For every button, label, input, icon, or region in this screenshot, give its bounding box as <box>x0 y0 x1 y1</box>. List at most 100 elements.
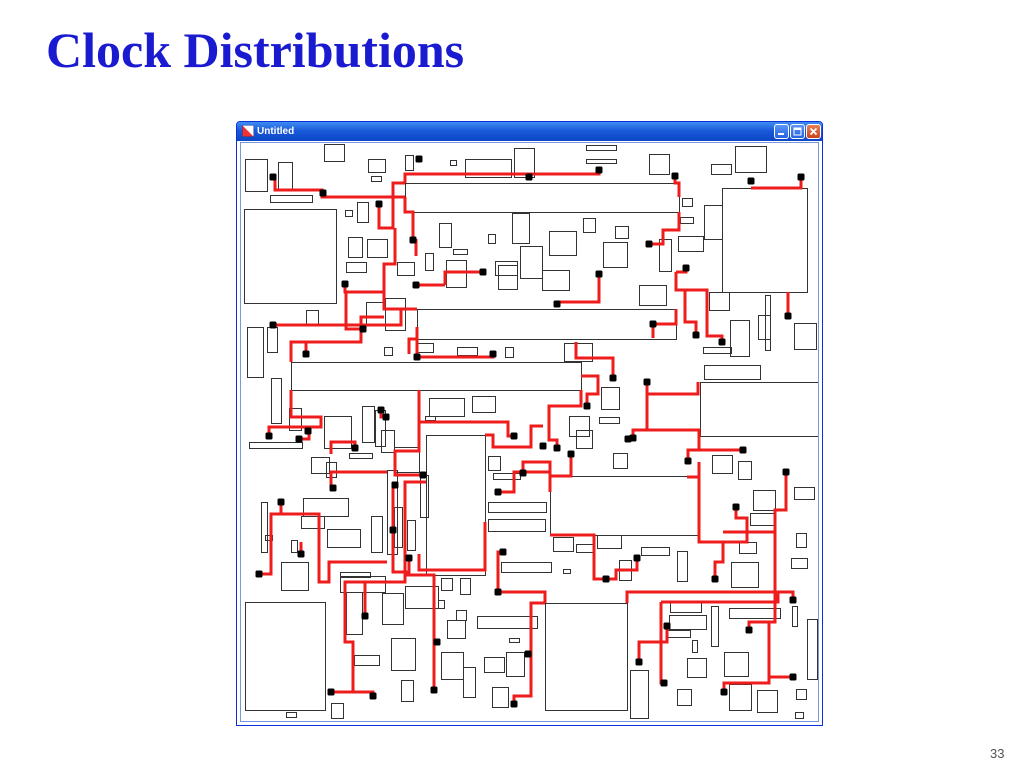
clock-wire <box>649 212 681 246</box>
circuit-block <box>397 262 415 276</box>
circuit-block <box>758 315 771 340</box>
clock-wire <box>647 428 743 452</box>
clock-sink <box>409 236 417 244</box>
circuit-block <box>599 417 620 424</box>
circuit-block <box>549 231 577 256</box>
layout-canvas-area[interactable] <box>240 142 819 722</box>
clock-wire <box>676 288 724 342</box>
circuit-block <box>703 347 732 354</box>
clock-sink <box>682 264 690 272</box>
clock-sink <box>524 650 532 658</box>
circuit-block <box>704 365 761 380</box>
clock-sink <box>415 155 423 163</box>
circuit-block <box>498 265 518 290</box>
clock-wire <box>555 274 601 304</box>
circuit-block <box>245 602 326 711</box>
clock-sink <box>479 268 487 276</box>
clock-wire <box>304 315 384 354</box>
clock-wire <box>659 642 664 685</box>
circuit-block <box>327 529 361 548</box>
maximize-button[interactable] <box>790 124 805 139</box>
circuit-block <box>291 540 298 553</box>
circuit-block <box>267 327 278 353</box>
circuit-block <box>391 638 416 671</box>
circuit-block <box>450 160 457 166</box>
circuit-block <box>382 593 404 625</box>
circuit-block <box>488 456 501 471</box>
clock-sink <box>341 280 349 288</box>
clock-sink <box>295 435 303 443</box>
circuit-block <box>456 610 467 621</box>
circuit-block <box>711 606 719 647</box>
circuit-block <box>465 159 512 178</box>
clock-sink <box>519 469 527 477</box>
circuit-block <box>488 234 496 244</box>
clock-sink <box>430 686 438 694</box>
circuit-block <box>731 562 759 588</box>
circuit-block <box>667 630 691 638</box>
clock-sink <box>433 638 441 646</box>
clock-wire <box>343 284 384 294</box>
circuit-block <box>757 690 778 713</box>
circuit-block <box>405 183 680 213</box>
circuit-block <box>639 285 667 306</box>
clock-sink <box>732 503 740 511</box>
clock-wire <box>391 530 405 574</box>
circuit-block <box>545 603 628 711</box>
circuit-block <box>753 490 776 511</box>
circuit-block <box>371 176 382 182</box>
clock-wire <box>443 270 483 285</box>
close-button[interactable] <box>806 124 821 139</box>
circuit-block <box>425 416 436 421</box>
circuit-block <box>331 703 344 719</box>
circuit-block <box>407 520 416 551</box>
circuit-block <box>453 249 468 255</box>
circuit-block <box>505 347 514 358</box>
clock-sink <box>718 338 726 346</box>
circuit-block <box>357 202 369 223</box>
clock-sink <box>277 498 285 506</box>
clock-sink <box>692 331 700 339</box>
circuit-block <box>711 164 732 175</box>
clock-wire <box>625 590 780 604</box>
circuit-block <box>416 343 434 353</box>
minimize-icon <box>778 133 784 135</box>
clock-sink <box>797 173 805 181</box>
window-titlebar[interactable]: Untitled <box>237 122 822 141</box>
circuit-block <box>722 188 808 293</box>
clock-sink <box>494 588 502 596</box>
circuit-block <box>460 578 471 595</box>
circuit-block <box>553 537 574 552</box>
clock-sink <box>302 350 310 358</box>
circuit-block <box>520 246 543 279</box>
circuit-block <box>641 547 670 556</box>
clock-wire <box>723 507 749 544</box>
circuit-block <box>291 362 582 391</box>
circuit-block <box>439 223 452 248</box>
circuit-block <box>371 516 383 553</box>
circuit-block <box>677 551 688 582</box>
minimize-button[interactable] <box>774 124 789 139</box>
clock-wire <box>581 374 600 406</box>
clock-sink <box>553 300 561 308</box>
clock-sink <box>684 457 692 465</box>
clock-wire <box>747 592 777 630</box>
clock-wire <box>403 170 601 183</box>
circuit-block <box>457 347 478 356</box>
circuit-block <box>429 398 465 417</box>
circuit-block <box>613 453 628 469</box>
circuit-block <box>704 205 723 240</box>
clock-wire <box>550 454 573 478</box>
circuit-block <box>659 239 672 272</box>
clock-sink <box>602 575 610 583</box>
maximize-icon <box>793 127 802 136</box>
circuit-block <box>270 195 313 203</box>
clock-sink <box>649 320 657 328</box>
clock-sink <box>784 312 792 320</box>
clock-sink <box>739 446 747 454</box>
circuit-block <box>405 155 414 171</box>
circuit-block <box>446 260 467 288</box>
application-window[interactable]: Untitled <box>236 121 823 726</box>
circuit-block <box>340 576 386 593</box>
clock-wire <box>512 654 533 704</box>
